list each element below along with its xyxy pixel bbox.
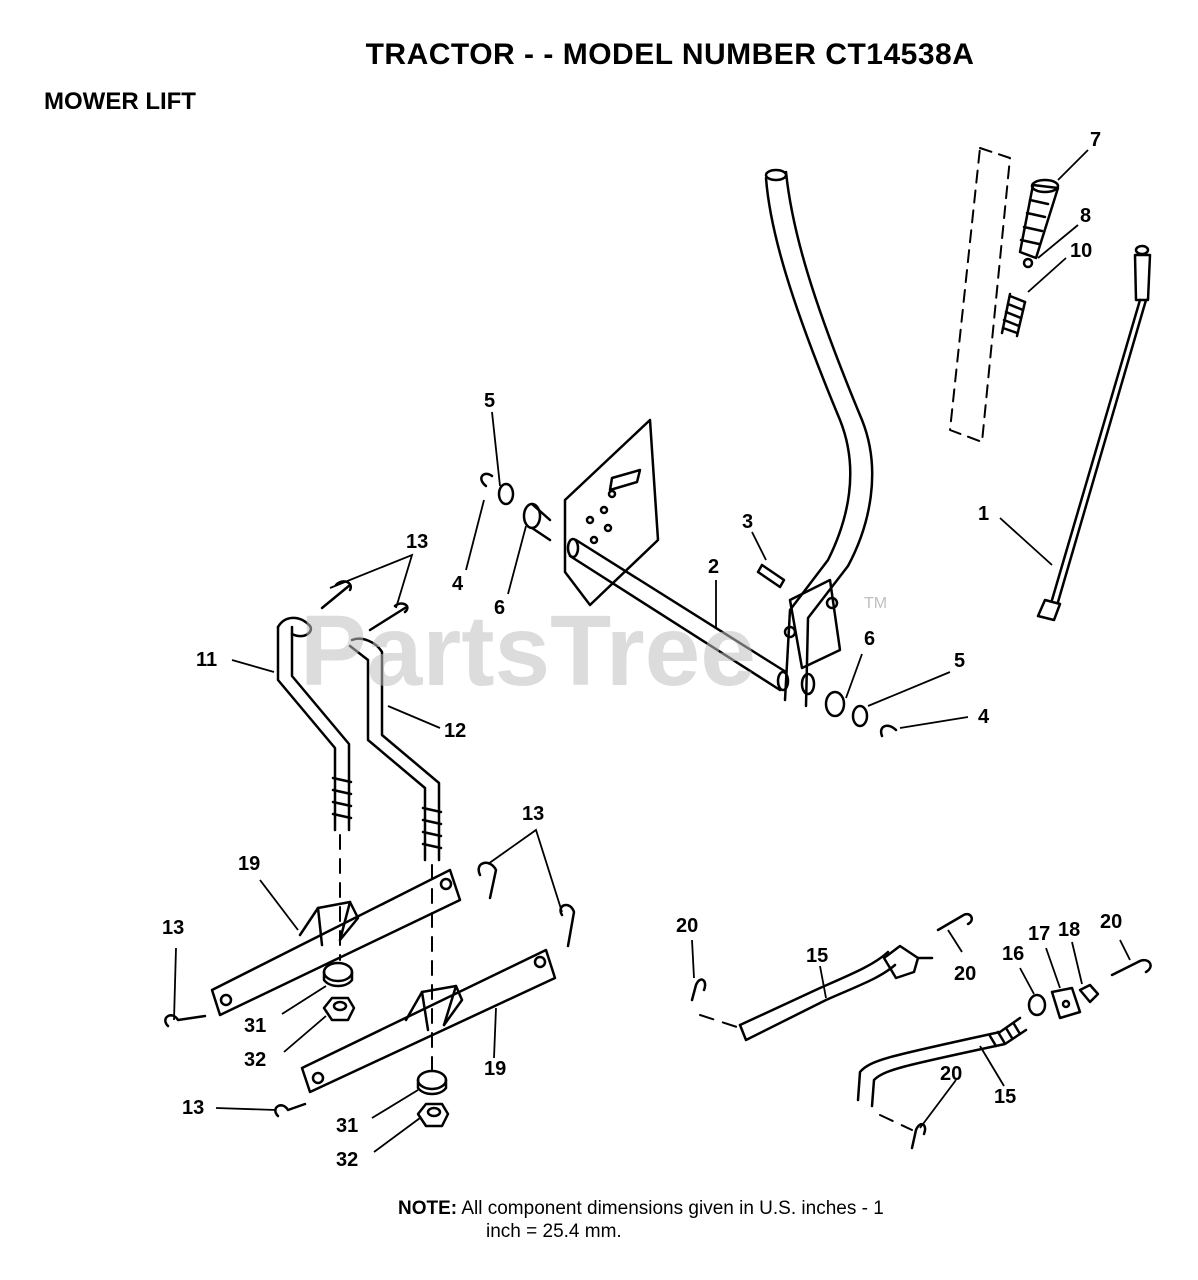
nut-lower [416, 1102, 450, 1128]
callout-5: 5 [954, 650, 965, 672]
lift-link-11 [276, 616, 353, 832]
leader-lines [173, 149, 1131, 1153]
lift-rod [1036, 244, 1152, 622]
callout-20: 20 [676, 915, 698, 937]
block-17 [1050, 986, 1082, 1020]
bushing-upper [322, 961, 354, 988]
callout-12: 12 [444, 720, 466, 742]
callout-32: 32 [336, 1149, 358, 1171]
callout-13: 13 [406, 531, 428, 553]
callout-6: 6 [864, 628, 875, 650]
watermark: PartsTree [300, 595, 756, 707]
callout-20: 20 [954, 963, 976, 985]
clips-bottom [164, 861, 576, 1118]
callout-16: 16 [1002, 943, 1024, 965]
callout-13: 13 [182, 1097, 204, 1119]
callout-19: 19 [238, 853, 260, 875]
callout-1: 1 [978, 503, 989, 525]
callout-10: 10 [1070, 240, 1092, 262]
retainer-right [800, 672, 898, 738]
callout-7: 7 [1090, 129, 1101, 151]
callout-4: 4 [978, 706, 990, 728]
callout-13: 13 [162, 917, 184, 939]
lift-arm-lower [300, 948, 557, 1094]
callout-11: 11 [196, 649, 217, 671]
callout-13: 13 [522, 803, 544, 825]
callout-32: 32 [244, 1049, 266, 1071]
lift-arm-upper [210, 868, 462, 1017]
washer-16 [1027, 993, 1047, 1017]
callout-8: 8 [1080, 205, 1091, 227]
grip [1018, 178, 1060, 260]
nut-upper [322, 996, 356, 1022]
callout-31: 31 [336, 1115, 358, 1137]
callout-20: 20 [1100, 911, 1122, 933]
callout-19: 19 [484, 1058, 506, 1080]
note-prefix: NOTE: [398, 1198, 458, 1219]
bushing-lower [416, 1069, 448, 1096]
page-title: TRACTOR - - MODEL NUMBER CT14538A [365, 38, 975, 71]
key-3 [756, 563, 786, 589]
note-line-1: All component dimensions given in U.S. i… [461, 1198, 884, 1219]
note-line-2: inch = 25.4 mm. [486, 1221, 622, 1242]
spring [1000, 292, 1027, 338]
side-plate [563, 418, 660, 607]
nut-18 [1078, 983, 1100, 1004]
retainer-left [480, 472, 552, 542]
callout-5: 5 [484, 390, 495, 412]
pins-20 [690, 958, 1152, 1150]
lift-link-12 [348, 637, 443, 862]
alignment-lines [339, 834, 913, 1131]
callout-labels: 7 8 10 5 3 1 13 4 6 2 11 12 6 5 4 13 19 … [162, 129, 1122, 1171]
callout-17: 17 [1028, 923, 1050, 945]
lift-shaft [566, 537, 790, 692]
pin-8 [1022, 257, 1034, 269]
callout-4: 4 [452, 573, 464, 595]
callout-6: 6 [494, 597, 505, 619]
callout-31: 31 [244, 1015, 266, 1037]
dimension-note: NOTE: All component dimensions given in … [398, 1197, 884, 1243]
adjust-rod-upper [738, 912, 973, 1042]
callout-15: 15 [806, 945, 828, 967]
section-title: MOWER LIFT [44, 88, 196, 115]
adjust-rod-lower [856, 1016, 1028, 1108]
callout-3: 3 [742, 511, 753, 533]
grip-guide [949, 147, 1011, 443]
lift-lever [764, 168, 874, 708]
watermark-tm: TM [864, 595, 887, 612]
callout-20: 20 [940, 1063, 962, 1085]
callout-2: 2 [708, 556, 719, 578]
callout-18: 18 [1058, 919, 1080, 941]
callout-15: 15 [994, 1086, 1016, 1108]
